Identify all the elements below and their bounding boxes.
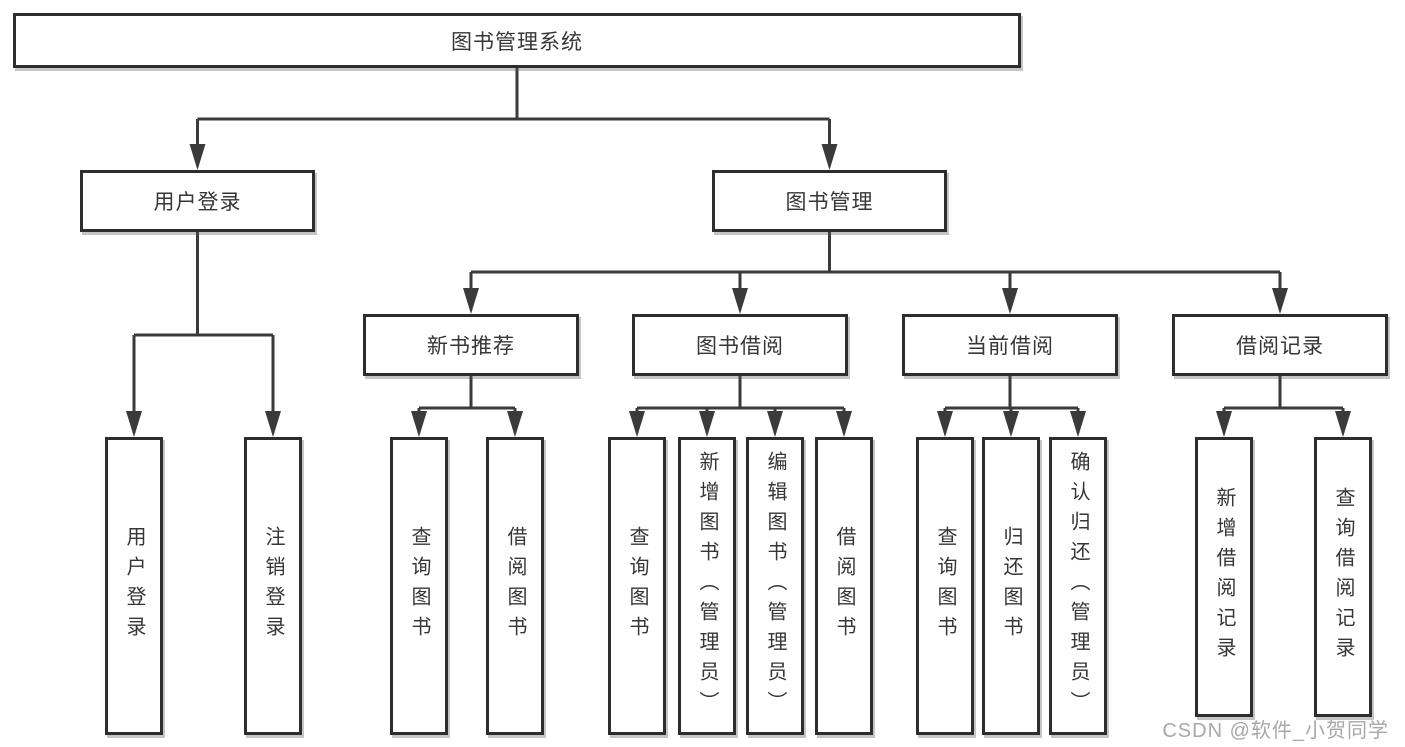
leaf-records-query-record: 查询借阅记录: [1314, 437, 1372, 717]
node-label: 图书管理系统: [451, 30, 583, 54]
node-label: 新书推荐: [427, 335, 515, 358]
node-system-root: 图书管理系统: [13, 13, 1021, 68]
node-book-borrow: 图书借阅: [632, 314, 848, 376]
edges-borrow-to-leaves: [629, 376, 852, 437]
node-new-book-recommend: 新书推荐: [363, 314, 579, 376]
leaf-newbooks-query-books: 查询图书: [390, 437, 448, 735]
csdn-watermark: CSDN @软件_小贺同学: [1162, 720, 1389, 742]
leaf-user-login: 用户登录: [105, 437, 163, 735]
node-label: 用户登录: [153, 191, 242, 214]
node-label: 图书借阅: [696, 335, 784, 358]
node-label: 图书管理: [785, 191, 874, 214]
leaf-logout: 注销登录: [244, 437, 302, 735]
edges-records-to-leaves: [1216, 376, 1351, 437]
leaf-current-confirm-return-admin: 确认归还（管理员）: [1049, 437, 1107, 735]
leaf-label: 查询借阅记录: [1332, 487, 1354, 667]
node-label: 当前借阅: [966, 335, 1054, 358]
edges-mgmt-to-level3: [463, 232, 1288, 314]
node-label: 借阅记录: [1236, 335, 1324, 358]
leaf-newbooks-borrow-books: 借阅图书: [486, 437, 544, 735]
leaf-label: 查询图书: [408, 526, 430, 646]
node-current-borrow: 当前借阅: [902, 314, 1118, 376]
node-book-management: 图书管理: [712, 170, 947, 232]
leaf-label: 新增图书（管理员）: [696, 451, 718, 721]
edges-login-to-leaves: [126, 232, 281, 437]
leaf-label: 借阅图书: [504, 526, 526, 646]
leaf-label: 查询图书: [934, 526, 956, 646]
leaf-borrow-edit-books-admin: 编辑图书（管理员）: [746, 437, 804, 735]
node-user-login: 用户登录: [80, 170, 315, 232]
edges-current-to-leaves: [937, 376, 1086, 437]
edges-root-to-level2: [189, 68, 838, 170]
leaf-label: 用户登录: [123, 526, 145, 646]
leaf-label: 查询图书: [626, 526, 648, 646]
leaf-label: 新增借阅记录: [1213, 487, 1235, 667]
leaf-label: 编辑图书（管理员）: [764, 451, 786, 721]
leaf-current-query-books: 查询图书: [916, 437, 974, 735]
node-borrow-records: 借阅记录: [1172, 314, 1388, 376]
leaf-current-return-books: 归还图书: [982, 437, 1040, 735]
leaf-label: 归还图书: [1000, 526, 1022, 646]
edges-newbooks-to-leaves: [411, 376, 523, 437]
leaf-records-add-record: 新增借阅记录: [1195, 437, 1253, 717]
leaf-borrow-borrow-books: 借阅图书: [815, 437, 873, 735]
leaf-label: 注销登录: [262, 526, 284, 646]
leaf-label: 确认归还（管理员）: [1067, 451, 1089, 721]
leaf-borrow-add-books-admin: 新增图书（管理员）: [678, 437, 736, 735]
leaf-label: 借阅图书: [833, 526, 855, 646]
leaf-borrow-query-books: 查询图书: [608, 437, 666, 735]
